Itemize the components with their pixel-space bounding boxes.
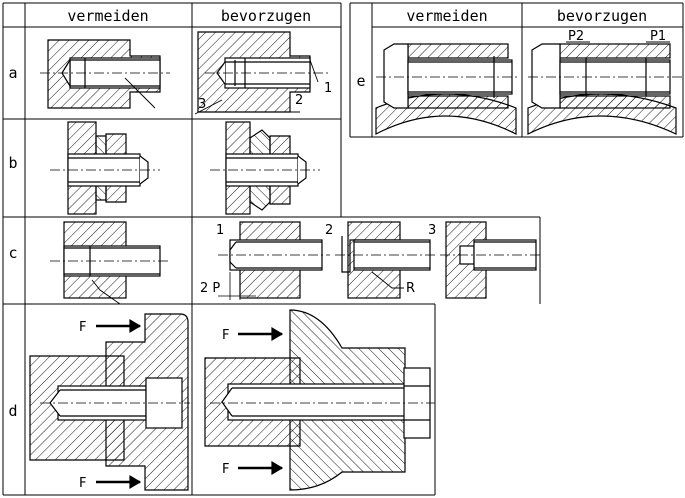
- callout-c-3: 3: [428, 223, 436, 238]
- figure-c-prefer-1: [218, 221, 330, 300]
- force-label-d-avoid-bottom: F: [79, 476, 86, 491]
- row-label-a: a: [8, 64, 17, 82]
- figure-d-prefer: [204, 309, 435, 491]
- left-header-prefer: bevorzugen: [221, 7, 311, 25]
- right-header-avoid: vermeiden: [406, 7, 487, 25]
- callout-a-2: 2: [295, 93, 303, 108]
- figure-a-prefer: [194, 31, 330, 115]
- figure-c-avoid: [50, 221, 170, 305]
- callout-e-p2: P2: [568, 29, 584, 44]
- figure-c-prefer-3: [440, 221, 540, 299]
- callout-c-2p: 2 P: [200, 281, 220, 296]
- row-label-b: b: [8, 154, 17, 172]
- callout-c-2: 2: [325, 223, 333, 238]
- row-label-c: c: [8, 244, 17, 262]
- figure-b-avoid: [50, 121, 160, 215]
- callout-a-1: 1: [324, 81, 332, 96]
- callout-c-1: 1: [216, 223, 224, 238]
- left-table-grid: [2, 2, 541, 496]
- force-label-d-prefer-top: F: [222, 328, 229, 343]
- row-label-d: d: [8, 402, 17, 420]
- figure-d-avoid: [29, 313, 190, 491]
- right-header-prefer: bevorzugen: [557, 7, 647, 25]
- force-label-d-prefer-bottom: F: [222, 462, 229, 477]
- left-header-avoid: vermeiden: [67, 7, 148, 25]
- figure-c-prefer-2: [335, 221, 438, 299]
- figure-a-avoid: [40, 39, 170, 109]
- figure-b-prefer: [210, 121, 320, 215]
- figure-e-prefer: [527, 41, 682, 135]
- callout-e-p1: P1: [650, 29, 666, 44]
- callout-c-r: R: [406, 281, 415, 296]
- callout-a-3: 3: [198, 97, 206, 112]
- figure-e-avoid: [375, 43, 518, 135]
- row-label-e: e: [356, 72, 365, 90]
- force-label-d-avoid-top: F: [79, 320, 86, 335]
- right-table-grid: [349, 2, 684, 138]
